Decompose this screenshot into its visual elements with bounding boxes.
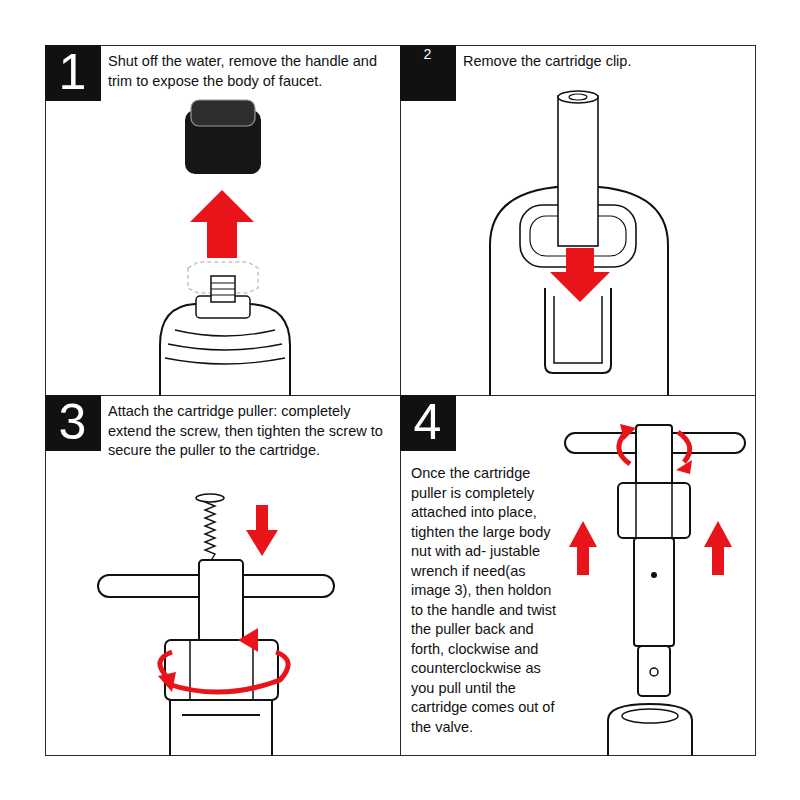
sleeve-hole (651, 572, 657, 578)
step-instruction: Shut off the water, remove the handle an… (108, 52, 393, 91)
valve-opening (622, 709, 678, 723)
thread-lines (165, 330, 285, 364)
clip-inner (554, 296, 602, 363)
up-arrow (190, 190, 254, 258)
step-instruction: Attach the cartridge puller: completely … (108, 402, 393, 461)
screw-thread (205, 502, 215, 562)
down-arrow (550, 248, 610, 302)
turn-arrow-head (676, 460, 692, 474)
stem-top (558, 91, 598, 103)
up-arrow (577, 547, 589, 575)
puller-sleeve (634, 538, 674, 646)
cartridge-clip (545, 288, 611, 373)
cartridge (638, 646, 670, 696)
cartridge-stem (211, 276, 235, 302)
cartridge-port (650, 668, 658, 676)
turn-arrow (619, 432, 690, 464)
step-instruction: Once the cartridge puller is completely … (411, 464, 563, 737)
up-arrow-head (569, 521, 597, 547)
step-number-text: 1 (45, 45, 101, 100)
faucet-body (608, 704, 692, 755)
up-arrow (712, 547, 724, 575)
step-number: 3 (45, 395, 101, 451)
faucet-body (170, 700, 272, 755)
step-number-text: 2 (400, 45, 456, 64)
cartridge-stem (558, 96, 598, 246)
turn-arrow-head (158, 672, 176, 692)
down-arrow-head (246, 530, 278, 556)
stem-hole (569, 94, 587, 100)
turn-arrow (160, 652, 288, 692)
step-panel: 1Shut off the water, remove the handle a… (45, 45, 401, 396)
turn-arrow-head (620, 424, 636, 440)
stem-splines (211, 283, 235, 295)
puller-body (636, 425, 672, 485)
nut-facets (636, 483, 672, 538)
puller-body (199, 560, 243, 642)
step-panel: 4Once the cartridge puller is completely… (400, 395, 756, 756)
step-number: 4 (400, 395, 456, 451)
step-panel: 3Attach the cartridge puller: completely… (45, 395, 401, 756)
body-nut (618, 483, 690, 538)
up-arrow-head (704, 521, 732, 547)
step-number-text: 3 (45, 395, 101, 450)
step-number-text: 4 (400, 395, 456, 450)
handle-top (191, 100, 255, 126)
step-number: 1 (45, 45, 101, 101)
step-instruction: Remove the cartridge clip. (463, 52, 748, 72)
step-number: 2 (400, 45, 456, 101)
step-panel: 2 Remove the cartridge clip. (400, 45, 756, 396)
turn-arrow-head (238, 628, 258, 652)
screw-head (196, 494, 224, 502)
down-arrow (256, 505, 268, 532)
